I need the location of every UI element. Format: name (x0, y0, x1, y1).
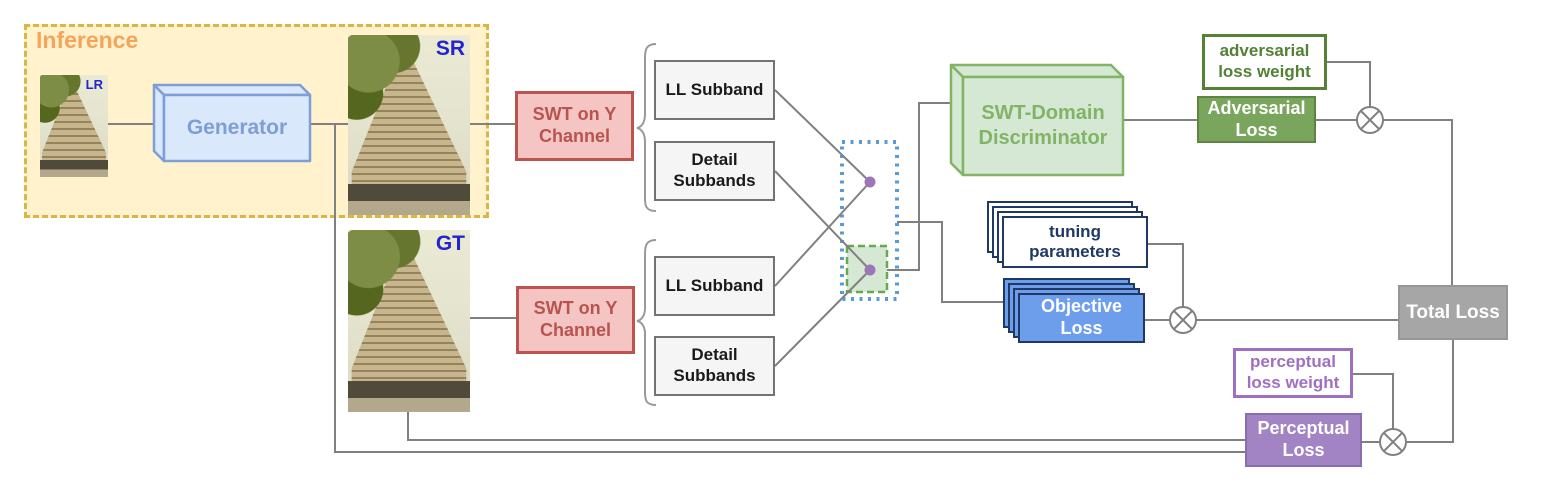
perceptual-multiply-operator (1379, 428, 1407, 456)
generator-cube-side (152, 83, 166, 163)
generator-cube (152, 83, 312, 163)
inference-group-title: Inference (36, 27, 139, 53)
swt-sr-label-line1: SWT on Y (532, 104, 617, 125)
discriminator-cube-side (949, 63, 965, 177)
perceptual-loss-weight-label-line1: perceptual (1250, 352, 1336, 372)
wire-sr-ll-to-junction (774, 89, 871, 183)
tuning-parameters-label-line1: tuning (1049, 221, 1101, 241)
braces (636, 43, 657, 406)
gt-detail-subbands-label-line1: Detail (691, 345, 738, 365)
detail-junction-dot (864, 264, 876, 276)
gt-detail-subbands-node: Detail Subbands (654, 336, 775, 396)
objective-multiply-operator (1169, 306, 1197, 334)
wire-sr-detail-to-junction (774, 170, 871, 271)
sr-detail-subbands-node: Detail Subbands (654, 141, 775, 201)
gt-ll-subband-label: LL Subband (665, 275, 764, 295)
sr-ll-subband-node: LL Subband (654, 60, 775, 120)
total-loss-node: Total Loss (1398, 285, 1508, 340)
adversarial-multiply-operator (1356, 106, 1384, 134)
adversarial-loss-label-line1: Adversarial (1207, 97, 1306, 118)
discriminator-node: SWT-Domain Discriminator (963, 77, 1123, 175)
sr-ll-subband-label: LL Subband (665, 79, 764, 99)
tuning-parameters-stack: tuning parameters (987, 201, 1148, 268)
wire-percmultiply-to-total (1406, 340, 1454, 443)
wire-gt-detail-to-junction (774, 269, 871, 367)
wire-sr-to-perceptual (334, 124, 1245, 453)
tuning-parameters-label-line2: parameters (1029, 242, 1121, 261)
foliage-graphic (348, 35, 422, 129)
generator-cube-front (162, 93, 312, 163)
generator-cube-top (152, 83, 312, 97)
wire-percweight-to-multiply (1353, 373, 1394, 429)
swt-gt-label-line1: SWT on Y (533, 298, 618, 319)
adversarial-loss-node: Adversarial Loss (1197, 96, 1316, 143)
sr-image: SR (348, 35, 470, 215)
discriminator-cube (949, 63, 1125, 177)
adversarial-loss-weight-node: adversarial loss weight (1202, 34, 1327, 90)
discriminator-node-label-line2: Discriminator (978, 127, 1108, 149)
sr-detail-subbands-label-line2: Subbands (673, 171, 756, 190)
swt-gt-label-line2: Channel (539, 320, 611, 340)
gt-image-label: GT (435, 232, 465, 255)
gt-detail-subbands-label-line2: Subbands (673, 366, 756, 385)
swt-gt-node: SWT on Y Channel (516, 286, 635, 354)
connectors (108, 61, 1454, 453)
street-graphic (348, 184, 470, 215)
wire-tuning-to-multiply (1148, 243, 1184, 307)
lr-image-label: LR (85, 77, 103, 92)
wire-advmultiply-to-total (1383, 119, 1453, 285)
adversarial-loss-label-line2: Loss (1235, 119, 1278, 140)
discriminator-cube-front (961, 75, 1125, 177)
generator-node: Generator (164, 95, 310, 161)
gt-subbands-brace (636, 239, 657, 406)
sr-image-label: SR (435, 37, 465, 60)
wire-advweight-to-multiply (1327, 61, 1371, 107)
total-loss-label: Total Loss (1406, 301, 1500, 323)
generator-node-label: Generator (186, 115, 288, 139)
sr-detail-subbands-label-line1: Detail (691, 150, 738, 170)
adversarial-loss-weight-label-line1: adversarial (1219, 41, 1310, 61)
multiply-operators (1169, 106, 1407, 456)
adversarial-loss-weight-label-line2: loss weight (1218, 62, 1311, 81)
perceptual-loss-weight-node: perceptual loss weight (1233, 348, 1353, 398)
objective-loss-node: Objective Loss (1018, 293, 1145, 343)
swt-sr-label-line2: Channel (538, 126, 610, 146)
perceptual-loss-label-line2: Loss (1282, 440, 1325, 460)
tuning-parameters-node: tuning parameters (1002, 216, 1148, 268)
objective-loss-label-line2: Loss (1060, 318, 1103, 338)
gt-ll-subband-node: LL Subband (654, 256, 775, 316)
all-subbands-group-box (840, 140, 899, 301)
perceptual-loss-label-line1: Perceptual (1257, 418, 1350, 439)
perceptual-loss-weight-label-line2: loss weight (1246, 373, 1340, 392)
lr-image: LR (40, 75, 108, 177)
wire-details-to-discriminator (887, 102, 952, 271)
discriminator-node-label-line1: SWT-Domain (981, 102, 1105, 124)
perceptual-loss-node: Perceptual Loss (1245, 413, 1362, 467)
gt-image: GT (348, 230, 470, 412)
sr-subbands-brace (636, 43, 657, 212)
street-graphic (40, 159, 108, 177)
wire-gt-ll-to-junction (774, 181, 871, 287)
objective-loss-label-line1: Objective (1040, 296, 1123, 317)
wire-gt-to-perceptual (407, 412, 1245, 441)
street-graphic (348, 381, 470, 412)
objective-loss-stack: Objective Loss (1003, 278, 1145, 343)
swt-sr-node: SWT on Y Channel (515, 91, 634, 161)
ll-junction-dot (864, 176, 876, 188)
foliage-graphic (40, 75, 81, 129)
discriminator-cube-top (949, 63, 1125, 79)
foliage-graphic (348, 230, 422, 325)
